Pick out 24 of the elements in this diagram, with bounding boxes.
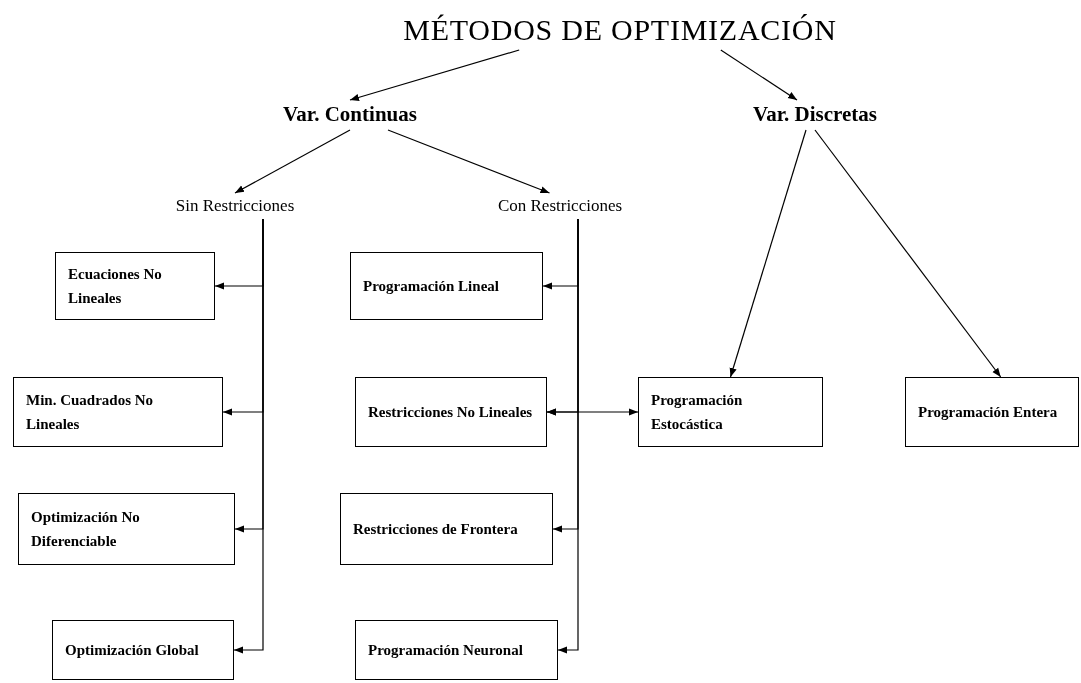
diagram-title: MÉTODOS DE OPTIMIZACIÓN bbox=[380, 8, 860, 50]
arrow bbox=[349, 49, 520, 101]
arrow bbox=[720, 49, 798, 101]
category-label: Var. Discretas bbox=[725, 100, 905, 130]
method-box: Ecuaciones No Lineales bbox=[55, 252, 215, 320]
arrow bbox=[233, 218, 264, 654]
arrow bbox=[814, 129, 1002, 378]
method-box: Programación Neuronal bbox=[355, 620, 558, 680]
arrow bbox=[234, 129, 351, 194]
arrow bbox=[546, 408, 639, 416]
method-box: Restricciones No Lineales bbox=[355, 377, 547, 447]
method-box: Min. Cuadrados No Lineales bbox=[13, 377, 223, 447]
method-box: Restricciones de Frontera bbox=[340, 493, 553, 565]
arrow bbox=[387, 129, 551, 194]
arrow bbox=[729, 129, 807, 378]
category-label: Var. Continuas bbox=[255, 100, 445, 130]
method-box: Programación Entera bbox=[905, 377, 1079, 447]
method-box: Optimización No Diferenciable bbox=[18, 493, 235, 565]
method-box: Programación Estocástica bbox=[638, 377, 823, 447]
method-box: Programación Lineal bbox=[350, 252, 543, 320]
subcategory-label: Con Restricciones bbox=[455, 193, 665, 219]
method-box: Optimización Global bbox=[52, 620, 234, 680]
subcategory-label: Sin Restricciones bbox=[135, 193, 335, 219]
arrow bbox=[557, 218, 579, 654]
